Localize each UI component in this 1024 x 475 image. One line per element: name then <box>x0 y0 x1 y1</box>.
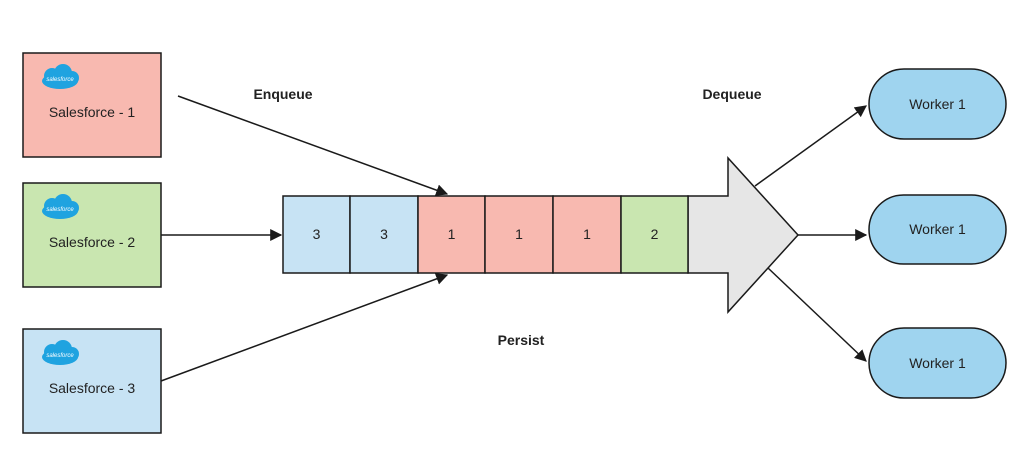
enqueue-label: Enqueue <box>253 86 312 102</box>
worker-node: Worker 1 <box>868 327 1007 399</box>
enqueue-arrow-1 <box>177 95 449 196</box>
source-label: Salesforce - 1 <box>49 104 136 120</box>
queue-cell: 1 <box>484 195 554 274</box>
queue-cell: 2 <box>620 195 689 274</box>
queue-cell: 1 <box>552 195 622 274</box>
worker-label: Worker 1 <box>909 355 966 371</box>
worker-node: Worker 1 <box>868 68 1007 140</box>
logo-text: salesforce <box>46 353 74 359</box>
worker-label: Worker 1 <box>909 221 966 237</box>
dequeue-label: Dequeue <box>702 86 761 102</box>
dequeue-arrow-1 <box>754 105 867 187</box>
queue-cell: 1 <box>417 195 486 274</box>
source-box: salesforce Salesforce - 3 <box>22 328 162 434</box>
dequeue-arrow <box>687 156 800 314</box>
dequeue-arrow-3 <box>767 267 867 362</box>
queue-cell-label: 1 <box>583 226 591 242</box>
source-label: Salesforce - 3 <box>49 380 136 396</box>
queue-cell-label: 3 <box>313 226 321 242</box>
queue-cell-label: 1 <box>448 226 456 242</box>
source-box: salesforce Salesforce - 2 <box>22 182 162 288</box>
source-label: Salesforce - 2 <box>49 234 136 250</box>
queue-cell: 3 <box>282 195 351 274</box>
worker-node: Worker 1 <box>868 194 1007 265</box>
persist-label: Persist <box>498 332 545 348</box>
salesforce-logo: salesforce <box>42 64 79 89</box>
logo-text: salesforce <box>46 77 74 83</box>
salesforce-logo: salesforce <box>42 194 79 219</box>
source-box: salesforce Salesforce - 1 <box>22 52 162 158</box>
enqueue-arrow-3 <box>160 273 449 382</box>
queue-cell-label: 3 <box>380 226 388 242</box>
worker-label: Worker 1 <box>909 96 966 112</box>
queue-cell-label: 1 <box>515 226 523 242</box>
queue-cell-label: 2 <box>651 226 659 242</box>
queue-cell: 3 <box>349 195 419 274</box>
logo-text: salesforce <box>46 207 74 213</box>
salesforce-logo: salesforce <box>42 340 79 365</box>
